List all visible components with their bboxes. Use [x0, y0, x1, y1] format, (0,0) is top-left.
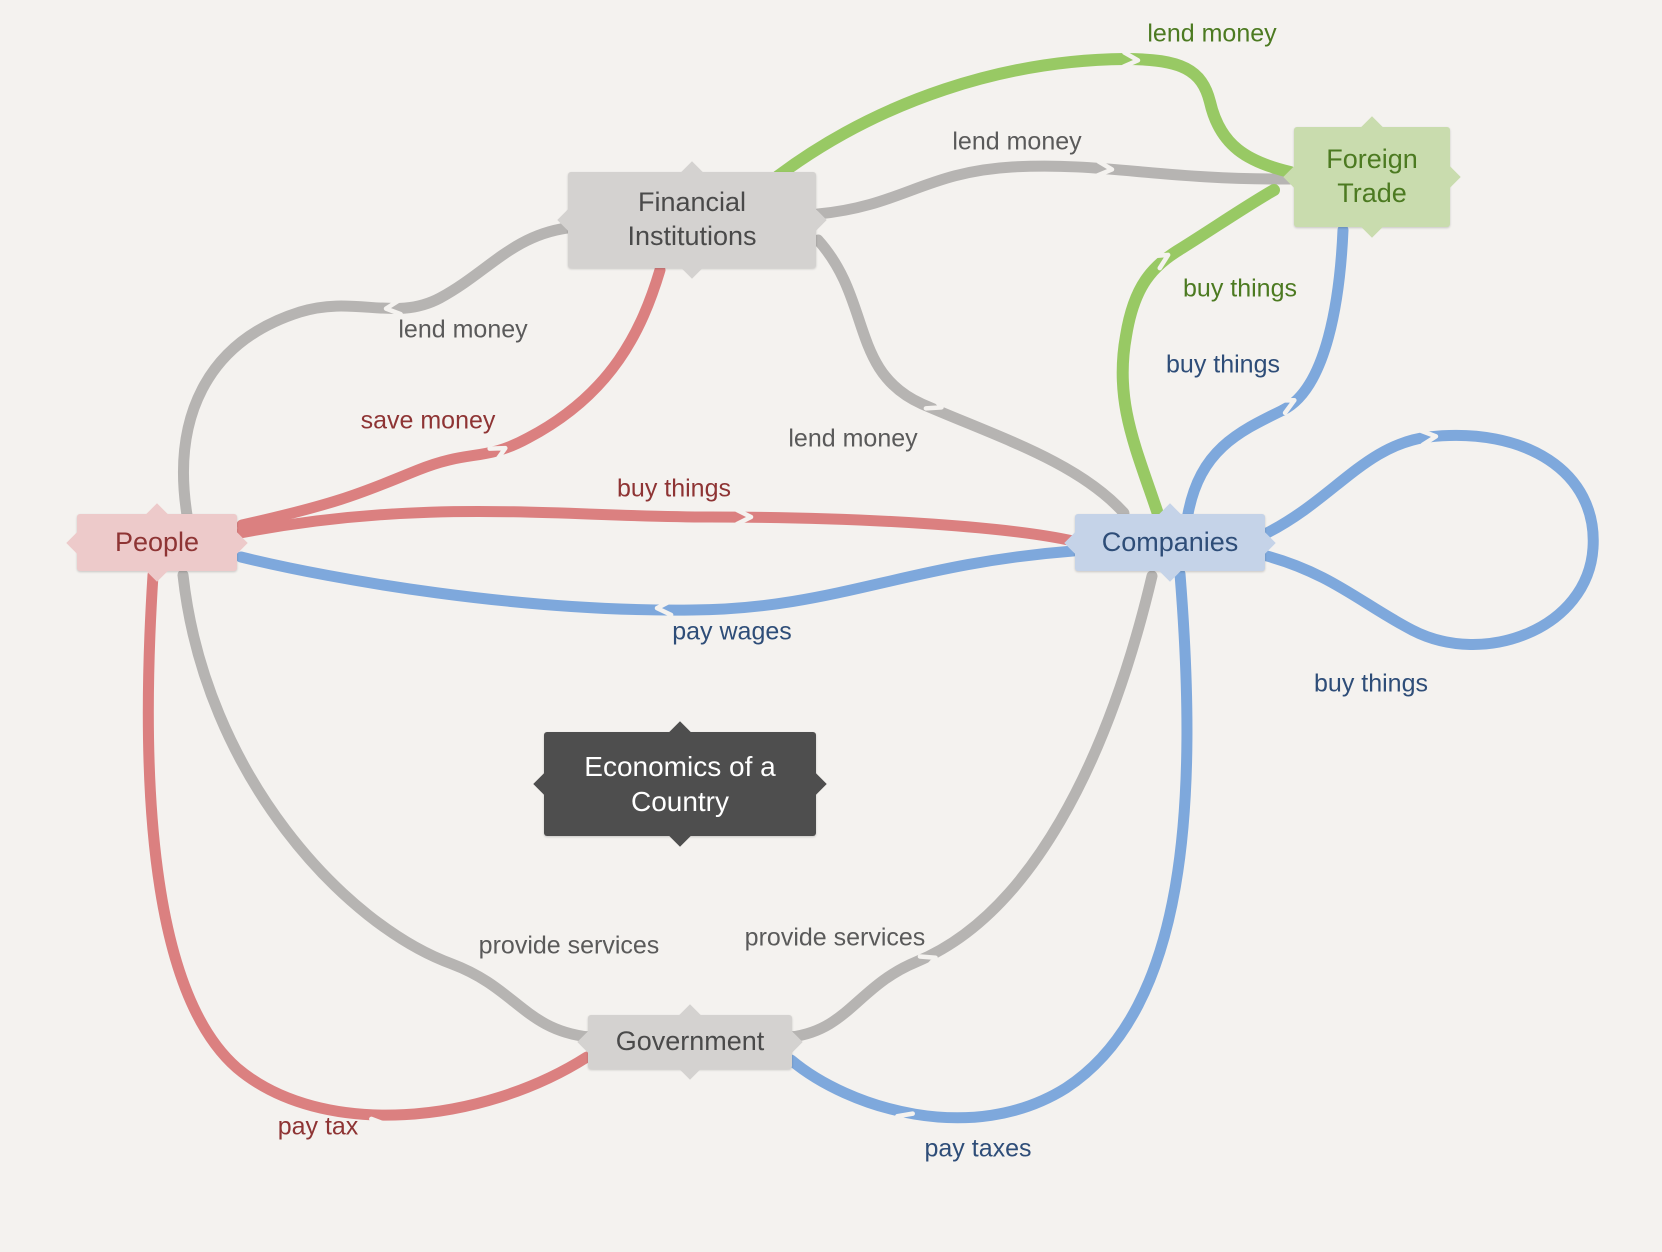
node-diagram-title[interactable]: Economics of a Country	[533, 721, 827, 847]
edge-label-buy-things-green[interactable]: buy things	[1183, 274, 1297, 303]
edge-label-lend-money-left[interactable]: lend money	[398, 315, 528, 344]
edge-lend-money-green-fi-foreign-trade[interactable]	[772, 52, 1296, 182]
node-foreign-trade[interactable]: Foreign Trade	[1283, 116, 1461, 238]
edge-label-provide-services-left[interactable]: provide services	[478, 931, 660, 960]
edge-label-buy-things-red[interactable]: buy things	[617, 474, 731, 503]
edge-label-pay-wages[interactable]: pay wages	[672, 617, 792, 646]
edge-provide-services-gov-companies[interactable]	[785, 570, 1158, 1043]
edge-pay-tax-people-government[interactable]	[142, 569, 593, 1121]
node-financial-institutions[interactable]: Financial Institutions	[557, 161, 827, 279]
edge-buy-things-blue-companies-foreign-trade[interactable]	[1182, 224, 1349, 520]
edge-label-pay-taxes[interactable]: pay taxes	[924, 1134, 1032, 1163]
node-label-financial-institutions: Financial Institutions	[627, 187, 757, 251]
edge-pay-taxes-companies-government[interactable]	[785, 568, 1193, 1124]
node-companies[interactable]: Companies	[1064, 503, 1276, 582]
edge-buy-things-companies-loop[interactable]	[1261, 429, 1599, 650]
node-label-companies: Companies	[1101, 526, 1239, 557]
edge-lend-money-fi-foreign-trade[interactable]	[812, 160, 1298, 220]
node-label-foreign-trade: Foreign Trade	[1326, 144, 1418, 208]
edge-label-save-money[interactable]: save money	[360, 406, 496, 435]
edge-label-buy-things-blue-top[interactable]: buy things	[1166, 350, 1280, 379]
edge-direction-chevrons	[369, 50, 1508, 1136]
edge-buy-things-green-companies-foreign-trade[interactable]	[1116, 184, 1280, 520]
edge-pay-wages-companies-people[interactable]	[235, 545, 1079, 616]
node-label-people: People	[114, 526, 200, 557]
edge-lend-money-fi-people[interactable]	[178, 222, 573, 521]
edge-provide-services-gov-people[interactable]	[177, 569, 595, 1043]
edge-buy-things-people-companies[interactable]	[234, 505, 1079, 547]
node-people[interactable]: People	[66, 503, 248, 582]
edge-label-buy-things-blue-loop[interactable]: buy things	[1314, 669, 1428, 698]
node-label-government: Government	[615, 1026, 765, 1057]
node-government[interactable]: Government	[577, 1004, 803, 1080]
edge-label-lend-money-mid[interactable]: lend money	[788, 424, 918, 453]
edge-save-money-people-fi[interactable]	[236, 264, 666, 531]
node-label-diagram-title: Economics of a Country	[584, 751, 776, 817]
edge-label-lend-money-green[interactable]: lend money	[1147, 19, 1277, 48]
edge-lend-money-fi-companies[interactable]	[812, 234, 1130, 519]
edge-label-lend-money-top[interactable]: lend money	[952, 127, 1082, 156]
edge-label-provide-services-right[interactable]: provide services	[744, 923, 926, 952]
edge-label-pay-tax[interactable]: pay tax	[277, 1112, 359, 1141]
